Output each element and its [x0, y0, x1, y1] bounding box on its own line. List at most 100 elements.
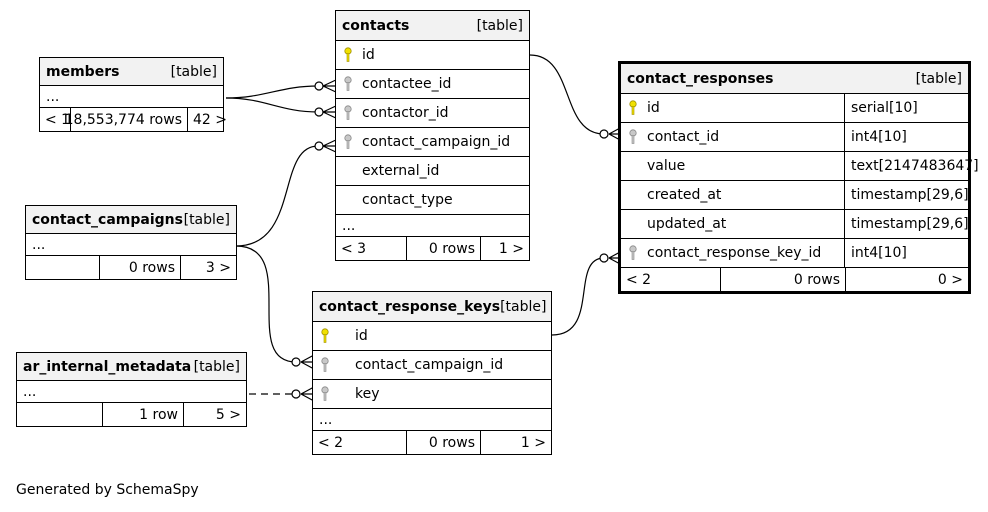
column-name: created_at	[647, 187, 722, 203]
column-type: serial[10]	[844, 94, 968, 122]
column-row[interactable]: contactee_id	[336, 70, 529, 99]
column-row[interactable]: external_id	[336, 157, 529, 186]
column-list: id contact_campaign_id key	[313, 322, 551, 409]
column-type: int4[10]	[844, 123, 968, 151]
contacts-table[interactable]: contacts [table] id contactee_id contact…	[335, 10, 530, 261]
children-count[interactable]: 0 >	[845, 268, 968, 291]
column-row[interactable]: id	[313, 322, 551, 351]
column-row[interactable]: contact_response_key_id int4[10]	[621, 239, 968, 268]
column-name: id	[647, 100, 660, 116]
column-row[interactable]: contact_id int4[10]	[621, 123, 968, 152]
column-name: value	[647, 158, 686, 174]
foreign-key-icon	[629, 129, 637, 144]
more-columns: ...	[26, 234, 236, 256]
children-count[interactable]: 5 >	[183, 403, 246, 426]
table-footer: < 2 0 rows 1 >	[313, 431, 551, 454]
row-count: 0 rows	[720, 268, 845, 291]
table-kind: [table]	[500, 298, 547, 315]
column-name: contact_response_key_id	[647, 245, 822, 261]
table-header: contacts [table]	[336, 11, 529, 41]
table-kind: [table]	[193, 358, 240, 375]
edge-responsekeys-responses	[551, 257, 605, 336]
column-list: id serial[10] contact_id int4[10] value …	[621, 94, 979, 268]
row-count: 0 rows	[99, 256, 180, 279]
parents-count[interactable]: < 2	[626, 271, 652, 288]
column-name: contactor_id	[362, 105, 449, 121]
contact-responses-table[interactable]: contact_responses [table] id serial[10] …	[618, 61, 979, 294]
table-footer: < 2 0 rows 0 >	[621, 268, 968, 291]
table-footer: < 1 18,553,774 rows 42 >	[40, 108, 227, 131]
foreign-key-icon	[629, 245, 637, 260]
column-name: updated_at	[647, 216, 727, 232]
foreign-key-icon	[344, 76, 352, 91]
column-row[interactable]: key	[313, 380, 551, 409]
table-kind: [table]	[915, 70, 962, 87]
parents-count[interactable]: < 2	[318, 434, 344, 451]
more-columns: ...	[40, 86, 223, 108]
column-row[interactable]: contactor_id	[336, 99, 529, 128]
column-type: timestamp[29,6]	[844, 210, 969, 238]
column-name: contactee_id	[362, 76, 452, 92]
edge-contacts-responses	[529, 54, 605, 135]
column-name: id	[355, 328, 368, 344]
column-row[interactable]: contact_type	[336, 186, 529, 215]
foreign-key-icon	[321, 357, 329, 372]
column-type: text[2147483647]	[844, 152, 979, 180]
table-header: members [table]	[40, 58, 223, 86]
column-type: int4[10]	[844, 239, 968, 267]
contact-response-keys-table[interactable]: contact_response_keys [table] id contact…	[312, 291, 552, 455]
edge-members-contactee	[225, 85, 319, 99]
table-header: ar_internal_metadata [table]	[17, 353, 246, 381]
table-name: contact_response_keys	[319, 298, 501, 315]
column-type: timestamp[29,6]	[844, 181, 969, 209]
children-count[interactable]: 1 >	[480, 237, 529, 260]
table-name: contacts	[342, 17, 410, 34]
generated-by-credit: Generated by SchemaSpy	[16, 482, 199, 498]
table-kind: [table]	[476, 17, 523, 34]
children-count[interactable]: 1 >	[480, 431, 551, 454]
table-name: members	[46, 63, 120, 80]
foreign-key-icon	[321, 386, 329, 401]
parents-count[interactable]: < 1	[45, 111, 71, 128]
table-header: contact_response_keys [table]	[313, 292, 551, 322]
column-name: key	[355, 386, 380, 402]
primary-key-icon	[344, 47, 352, 62]
column-name: id	[362, 47, 375, 63]
column-row[interactable]: value text[2147483647]	[621, 152, 979, 181]
column-row[interactable]: id serial[10]	[621, 94, 968, 123]
column-name: contact_type	[362, 192, 453, 208]
ar-internal-metadata-table[interactable]: ar_internal_metadata [table] ... 1 row 5…	[16, 352, 247, 427]
foreign-key-icon	[344, 105, 352, 120]
table-name: ar_internal_metadata	[23, 358, 192, 375]
children-count[interactable]: 3 >	[180, 256, 236, 279]
children-count[interactable]: 42 >	[187, 108, 232, 131]
table-kind: [table]	[170, 63, 217, 80]
primary-key-icon	[321, 328, 329, 343]
table-kind: [table]	[183, 211, 230, 228]
parents-count[interactable]: < 3	[341, 240, 367, 257]
table-name: contact_responses	[627, 70, 774, 87]
parents-count[interactable]	[17, 403, 102, 426]
parents-count[interactable]	[26, 256, 99, 279]
table-header: contact_responses [table]	[621, 64, 968, 94]
column-row[interactable]: contact_campaign_id	[313, 351, 551, 380]
column-row[interactable]: updated_at timestamp[29,6]	[621, 210, 969, 239]
table-footer: 0 rows 3 >	[26, 256, 236, 279]
edge-campaigns-responsekeys	[235, 245, 297, 363]
table-header: contact_campaigns [table]	[26, 206, 236, 234]
more-columns: ...	[17, 381, 246, 403]
more-columns: ...	[336, 215, 529, 237]
column-row[interactable]: contact_campaign_id	[336, 128, 529, 157]
table-name: contact_campaigns	[32, 211, 183, 228]
row-count: 18,553,774 rows	[65, 108, 187, 131]
column-list: id contactee_id contactor_id contact_cam…	[336, 41, 529, 215]
row-count: 0 rows	[406, 431, 480, 454]
column-name: contact_campaign_id	[355, 357, 504, 373]
members-table[interactable]: members [table] ... < 1 18,553,774 rows …	[39, 57, 227, 132]
column-row[interactable]: created_at timestamp[29,6]	[621, 181, 969, 210]
edge-campaigns-contacts	[235, 145, 319, 247]
column-name: contact_id	[647, 129, 720, 145]
contact-campaigns-table[interactable]: contact_campaigns [table] ... 0 rows 3 >	[25, 205, 237, 280]
column-row[interactable]: id	[336, 41, 529, 70]
